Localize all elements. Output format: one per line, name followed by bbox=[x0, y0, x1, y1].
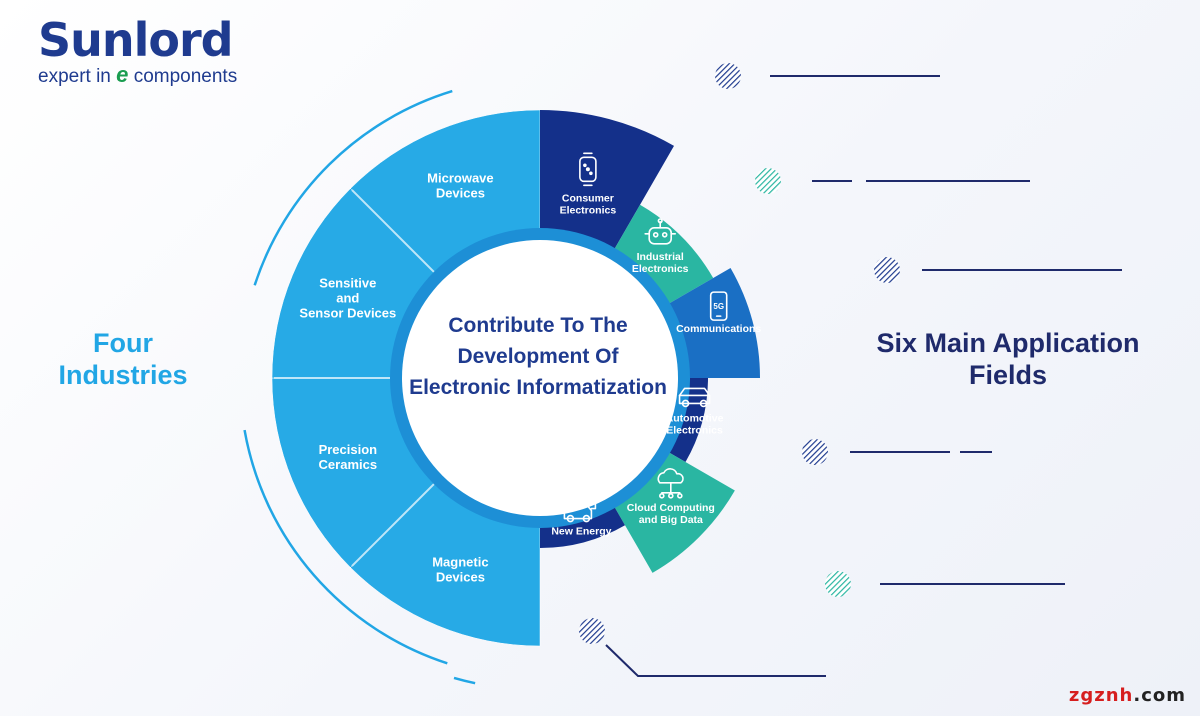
field-label: Communications bbox=[676, 323, 761, 335]
decor-dot bbox=[715, 63, 741, 89]
robot-icon bbox=[644, 218, 677, 245]
center-caption: Contribute To The Development Of Electro… bbox=[409, 314, 667, 399]
field-segment bbox=[540, 110, 674, 253]
tagline-after: components bbox=[133, 66, 238, 87]
field-segment bbox=[665, 378, 708, 462]
industry-label-line: Precision bbox=[319, 442, 378, 457]
field-label-line: Cloud Computing bbox=[627, 502, 715, 514]
outer-arc-bottom bbox=[243, 429, 448, 665]
watermark-tld: .com bbox=[1133, 685, 1186, 706]
field-label-line: New Energy bbox=[551, 526, 611, 538]
decor-dot bbox=[579, 618, 605, 644]
industry-label-line: Devices bbox=[436, 185, 485, 200]
industry-label-line: Magnetic bbox=[432, 555, 488, 570]
field-segment bbox=[540, 503, 625, 548]
brand-name: Sunlord bbox=[38, 13, 234, 67]
field-label-line: Electronics bbox=[666, 424, 723, 436]
decor-line bbox=[605, 644, 826, 677]
field-label-line: Consumer bbox=[562, 192, 614, 204]
four-industries-title: Four Industries bbox=[58, 328, 188, 390]
outer-arc-tail bbox=[453, 676, 476, 685]
5g-phone-icon: 5G bbox=[709, 291, 728, 321]
industry-label-line: Microwave bbox=[427, 170, 493, 185]
industry-divider bbox=[351, 483, 435, 567]
field-label-line: Electronics bbox=[560, 204, 617, 216]
outer-arc-top bbox=[253, 89, 453, 286]
ev-charging-icon bbox=[563, 497, 603, 523]
car-icon bbox=[678, 387, 711, 408]
six-fields-title: Six Main Application Fields bbox=[876, 328, 1140, 390]
field-label-line: Electronics bbox=[632, 263, 689, 275]
tagline-before: expert in bbox=[38, 66, 111, 87]
field-label-line: Industrial bbox=[637, 251, 684, 263]
decor-dot bbox=[755, 168, 781, 194]
decor-dot bbox=[874, 257, 900, 283]
field-label-line: Communications bbox=[676, 323, 761, 335]
field-label-line: and Big Data bbox=[639, 514, 703, 526]
industry-label-line: Devices bbox=[436, 570, 485, 585]
industry-label-line: Sensitive bbox=[319, 275, 376, 290]
cloud-network-icon bbox=[657, 468, 684, 499]
industry-label-line: Sensor Devices bbox=[299, 305, 396, 320]
brand-logo: Sunlord expert in e components bbox=[38, 14, 237, 88]
field-label-line: Automotive bbox=[666, 412, 724, 424]
industry-divider bbox=[351, 189, 435, 273]
center-disk bbox=[402, 240, 678, 516]
brand-tagline: expert in e components bbox=[38, 62, 237, 88]
decor-dot bbox=[825, 571, 851, 597]
watermark-domain: zgznh bbox=[1068, 685, 1134, 706]
decor-dot bbox=[802, 439, 828, 465]
5g-symbol: 5G bbox=[713, 302, 724, 311]
tagline-e: e bbox=[116, 62, 129, 87]
industry-label-line: Ceramics bbox=[319, 457, 378, 472]
field-segment bbox=[612, 204, 714, 306]
smartwatch-icon bbox=[579, 152, 597, 187]
field-label: New Energy bbox=[551, 526, 611, 538]
field-segment bbox=[665, 268, 760, 378]
industry-label-line: and bbox=[336, 290, 359, 305]
watermark: zgznh.com bbox=[1069, 685, 1186, 706]
